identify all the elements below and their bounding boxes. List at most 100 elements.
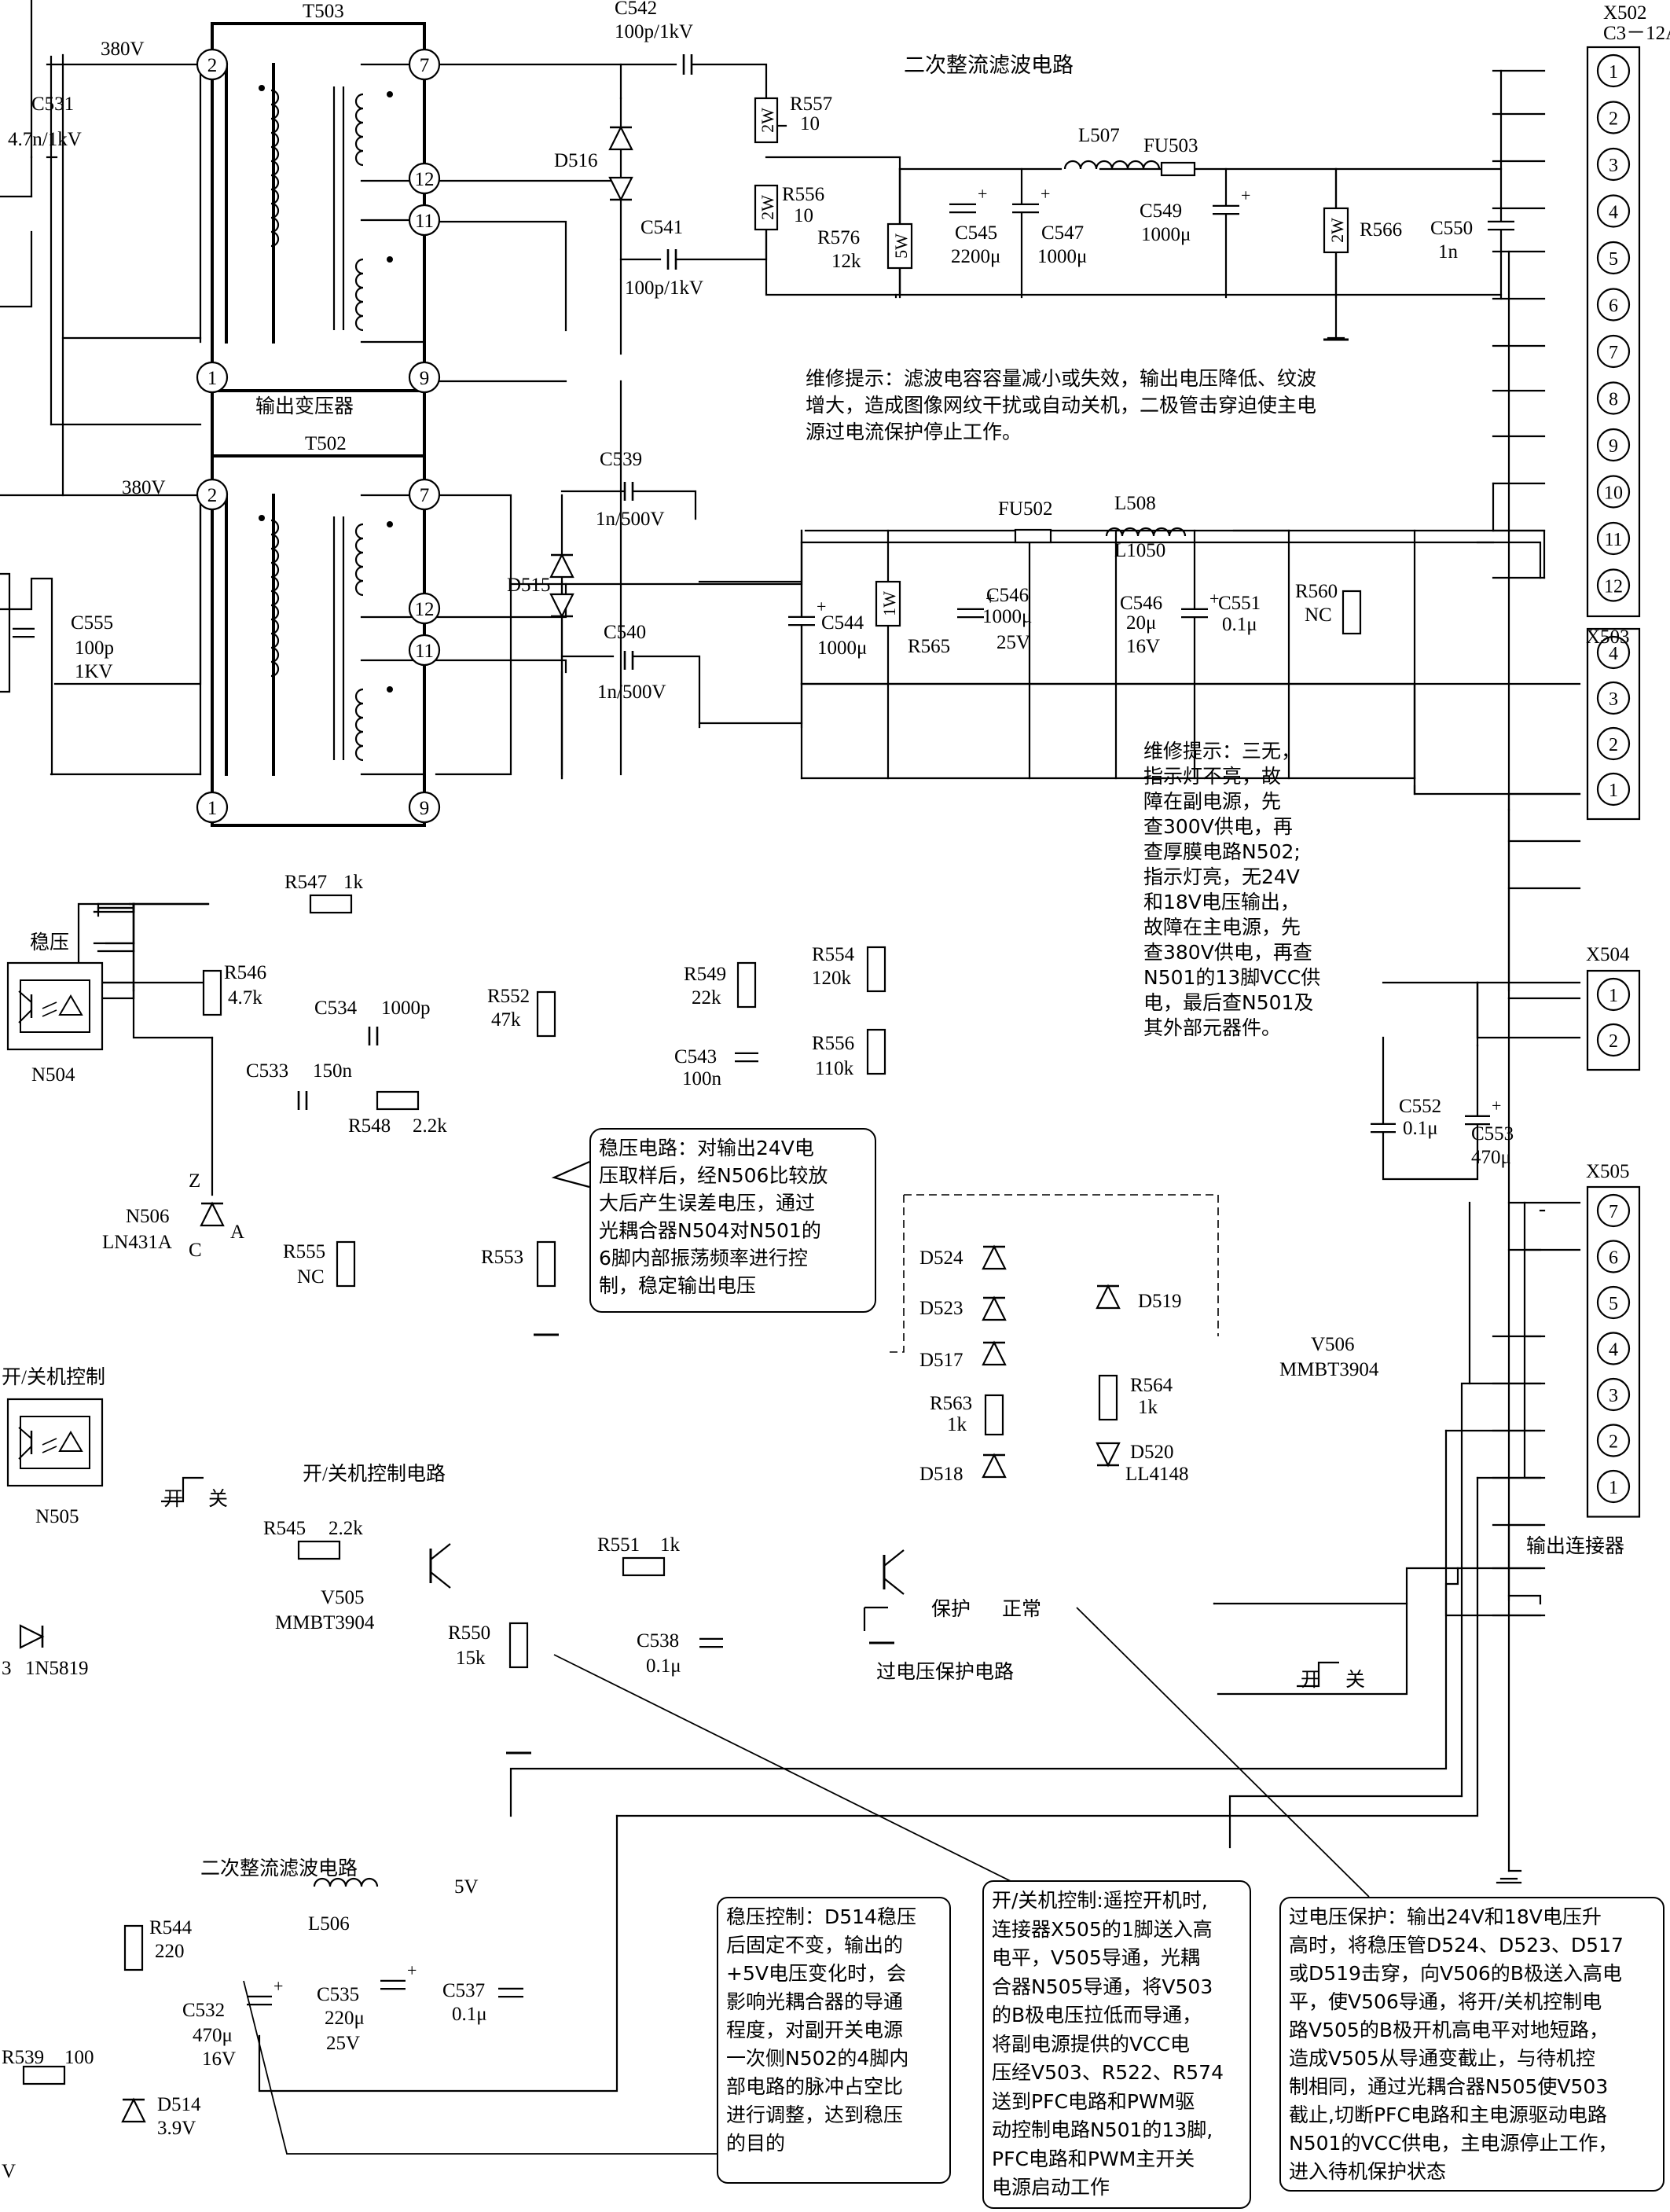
label-c541: C541 [640, 217, 683, 238]
r556a-power: 2W [758, 195, 777, 220]
label-c539v: 1n/500V [596, 509, 665, 530]
x505-pin-1 [1596, 1469, 1631, 1504]
pwrctrl-line: 开/关机控制:遥控开机时, [992, 1889, 1208, 1912]
d518 [982, 1453, 1007, 1479]
c533-gap [299, 1091, 306, 1110]
label-on-label: 开 [163, 1489, 183, 1510]
t502-pin-label: 7 [420, 485, 430, 506]
label-d516: D516 [554, 150, 598, 171]
d515-a [549, 553, 574, 579]
reg-line: 稳压电路：对输出24V电 [599, 1137, 814, 1159]
x502-pin-label: 6 [1609, 296, 1618, 317]
c553-gap [1465, 1117, 1490, 1123]
x503-pin-label: 4 [1609, 644, 1618, 664]
label-n506v: LN431A [102, 1232, 172, 1253]
reg-callout-pointer [551, 1160, 590, 1189]
label-c532: C532 [182, 2000, 225, 2021]
label-r550v: 15k [456, 1648, 486, 1669]
l508 [1105, 527, 1187, 537]
reg-line: 光耦合器N504对N501的 [599, 1219, 821, 1242]
reg-line: 6脚内部振荡频率进行控 [599, 1247, 808, 1270]
x502-pin-1 [1596, 53, 1631, 88]
r549 [736, 961, 757, 1009]
label-d514: D514 [157, 2094, 201, 2115]
r555 [336, 1240, 356, 1288]
c547-plus: + [1041, 184, 1050, 204]
label-fu503: FU503 [1143, 135, 1198, 156]
label-r548: R548 [348, 1115, 391, 1137]
x503-pin-label: 1 [1609, 781, 1618, 801]
x505-pin-5 [1596, 1285, 1631, 1320]
d516-a [608, 125, 633, 151]
c535-gap [380, 1982, 406, 1988]
t502-dot [387, 521, 393, 527]
t503-dot [387, 256, 393, 263]
label-vbl: V [2, 2161, 16, 2182]
t503-dot [387, 91, 393, 97]
label-c549v: 1000μ [1141, 224, 1191, 245]
label-l508: L508 [1114, 493, 1156, 514]
label-c534: C534 [314, 998, 358, 1019]
tip2-line: 指示灯不亮，故 [1143, 765, 1282, 788]
t502-pin-label: 1 [207, 798, 218, 819]
label-output-connector: 输出连接器 [1526, 1535, 1624, 1557]
r576-power: 5W [891, 233, 911, 259]
x502-pin-12 [1596, 568, 1631, 602]
x503-pin-label: 2 [1609, 735, 1618, 755]
c545-plus: + [978, 184, 987, 204]
x505-pin-3 [1596, 1377, 1631, 1412]
pwrctrl-line: 的B极电压拉低而导通， [992, 2004, 1202, 2026]
n505-opto-photo-leads [18, 1427, 32, 1460]
label-c544: C544 [821, 612, 864, 634]
label-c533: C533 [246, 1060, 288, 1082]
label-c531: C531 [31, 94, 74, 115]
label-r566: R566 [1360, 219, 1402, 241]
label-r545v: 2.2k [328, 1518, 363, 1539]
label-off-label: 关 [1345, 1669, 1365, 1691]
label-r547: R547 [284, 872, 327, 893]
x503-pin-2 [1596, 726, 1631, 761]
label-x502: X502 [1603, 2, 1647, 24]
label-n505: N505 [35, 1506, 79, 1527]
c532-gap [247, 1997, 272, 2004]
x505-pin-7 [1596, 1193, 1631, 1228]
tip2-line: 指示灯亮，无24V [1143, 865, 1300, 888]
t503-pin-label: 7 [420, 55, 430, 76]
tip2-line: 查厚膜电路N502; [1143, 840, 1301, 863]
t502-pin-7 [408, 478, 441, 511]
ovp-line: 过电压保护：输出24V和18V电压升 [1289, 1905, 1602, 1928]
label-r560v: NC [1305, 604, 1332, 626]
label-v380a: 380V [101, 39, 145, 60]
t502-pin-11 [408, 634, 441, 667]
label-r544: R544 [149, 1917, 193, 1938]
label-r545: R545 [263, 1518, 306, 1539]
x502-pin-2 [1596, 101, 1631, 134]
pwrctrl-line: 连接器X505的1脚送入高 [992, 1917, 1213, 1941]
label-d518: D518 [919, 1464, 963, 1485]
label-d520v: LL4148 [1125, 1464, 1189, 1485]
regctrl-line: +5V电压变化时，会 [726, 1962, 906, 1985]
ovp-line: 进入待机保护状态 [1289, 2160, 1447, 2183]
label-r557v: 10 [800, 113, 820, 134]
label-c538v: 0.1μ [646, 1655, 681, 1677]
x505-pin-label: 6 [1609, 1248, 1618, 1269]
x502-pin-4 [1596, 194, 1631, 228]
n504-opto-inner [20, 979, 90, 1033]
label-x505: X505 [1586, 1161, 1630, 1182]
regctrl-line: 进行调整，达到稳压 [726, 2104, 904, 2126]
label-c546av: 1000μ [982, 606, 1032, 627]
n504-opto-light [42, 1001, 57, 1017]
t502-pin-12 [408, 592, 441, 625]
fu502 [1014, 528, 1052, 544]
r576 [886, 222, 913, 270]
x503-pin-3 [1596, 681, 1631, 715]
label-d524: D524 [919, 1247, 963, 1269]
n505-opto-body [6, 1398, 104, 1487]
reg-line: 制，稳定输出电压 [599, 1274, 757, 1297]
d517 [982, 1340, 1007, 1366]
fu503 [1160, 161, 1196, 177]
x504-pin-label: 1 [1609, 986, 1618, 1006]
label-c535: C535 [317, 1984, 359, 2005]
label-c547: C547 [1041, 222, 1084, 244]
label-c545: C545 [955, 222, 997, 244]
